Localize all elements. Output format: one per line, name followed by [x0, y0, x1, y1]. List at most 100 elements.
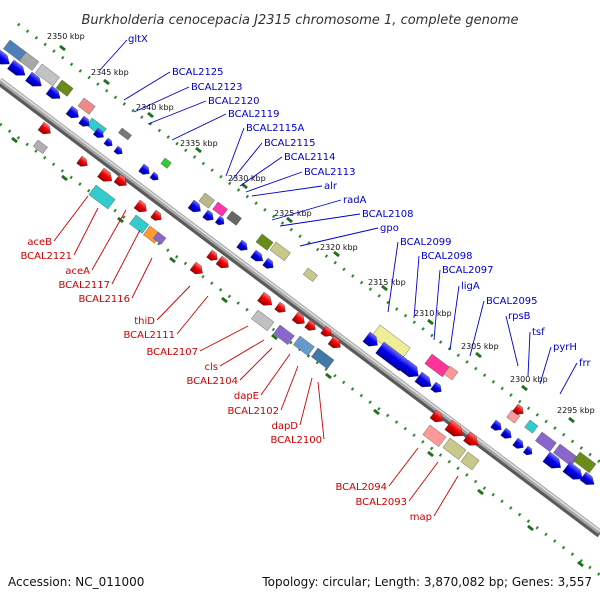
gene-label: map — [410, 512, 432, 523]
leader-line — [505, 315, 519, 367]
leader-line — [156, 285, 191, 321]
gene-label: BCAL2114 — [284, 152, 336, 163]
leader-line — [231, 142, 263, 181]
forward-gene-arrow — [78, 115, 90, 127]
gene-label: BCAL2099 — [400, 237, 452, 248]
leader-line — [91, 209, 127, 271]
kbp-label: 2305 kbp — [461, 342, 499, 351]
feature-block — [251, 309, 275, 332]
gene-label: dapD — [271, 421, 298, 432]
forward-strand-labels: gltX BCAL2125 BCAL2123 BCAL2120 BCAL2119… — [128, 34, 591, 369]
inner-tick — [577, 560, 584, 568]
reverse-gene-arrow — [37, 121, 51, 135]
reverse-gene-arrow — [274, 301, 286, 313]
gene-label: BCAL2125 — [172, 67, 224, 78]
forward-gene-arrow — [579, 471, 595, 485]
reverse-gene-arrow — [257, 291, 273, 306]
kbp-label: 2340 kbp — [136, 103, 174, 112]
kbp-label: 2330 kbp — [228, 174, 266, 183]
kbp-label: 2350 kbp — [47, 32, 85, 41]
leader-line — [239, 156, 283, 187]
feature-block — [442, 437, 467, 460]
gene-label: BCAL2115A — [246, 123, 305, 134]
leader-line — [433, 475, 459, 517]
inner-tick — [11, 136, 18, 144]
leader-line — [299, 377, 313, 426]
reverse-gene-arrow — [113, 173, 127, 187]
feature-block — [255, 233, 274, 251]
map-title: Burkholderia cenocepacia J2315 chromosom… — [81, 13, 518, 28]
inner-tick — [477, 488, 484, 496]
kbp-tick — [195, 146, 202, 154]
kbp-tick — [333, 250, 340, 258]
feature-block — [302, 267, 318, 282]
feature-block — [573, 451, 597, 474]
gene-label: BCAL2107 — [146, 347, 198, 358]
reverse-gene-arrow — [133, 199, 147, 213]
forward-gene-arrow — [250, 249, 264, 262]
leader-line — [413, 255, 420, 319]
gene-label: BCAL2121 — [20, 251, 72, 262]
gene-label: pyrH — [553, 342, 577, 353]
forward-gene-arrow — [236, 239, 248, 251]
leader-line — [219, 339, 265, 367]
gene-label: BCAL2115 — [264, 138, 316, 149]
gene-label: dapE — [234, 391, 259, 402]
gene-label: BCAL2104 — [186, 376, 238, 387]
inner-tick — [373, 408, 380, 416]
reverse-gene-arrows — [37, 121, 524, 446]
kbp-label: 2315 kbp — [368, 278, 406, 287]
gene-label: BCAL2120 — [208, 96, 260, 107]
kbp-tick — [427, 318, 434, 326]
gene-label: frr — [579, 358, 591, 369]
reverse-gene-arrow — [189, 261, 203, 275]
label-leader-lines — [53, 39, 578, 517]
feature-block — [118, 127, 132, 141]
leader-line — [271, 199, 342, 221]
leader-line — [171, 113, 227, 141]
gene-label: thiD — [134, 316, 155, 327]
kbp-label: 2310 kbp — [414, 309, 452, 318]
feature-block — [198, 192, 215, 209]
reverse-gene-arrow — [429, 409, 443, 423]
kbp-tick — [103, 78, 110, 86]
gene-label: BCAL2108 — [362, 209, 414, 220]
kbp-tick — [475, 351, 482, 359]
kbp-tick — [381, 284, 388, 292]
feature-block — [152, 231, 167, 245]
reverse-gene-arrow — [304, 319, 316, 331]
kbp-tick — [59, 44, 66, 52]
forward-gene-arrow — [512, 437, 524, 449]
leader-line — [133, 86, 190, 113]
reverse-gene-arrow — [206, 249, 218, 261]
feature-block — [19, 51, 40, 71]
feature-block — [226, 210, 242, 226]
reverse-gene-arrow — [215, 255, 229, 269]
reverse-gene-arrow — [97, 167, 113, 182]
feature-block — [129, 214, 150, 234]
gene-label: BCAL2100 — [270, 435, 322, 446]
feature-block — [535, 431, 557, 452]
gene-label: BCAL2119 — [228, 109, 280, 120]
inner-tick — [221, 296, 228, 304]
kbp-tick — [521, 384, 528, 392]
leader-line — [111, 229, 141, 285]
forward-gene-arrow — [7, 59, 26, 76]
backbone-line — [0, 78, 600, 534]
feature-block — [212, 201, 228, 217]
inner-tick — [427, 450, 434, 458]
leader-line — [245, 171, 303, 193]
gene-label: BCAL2095 — [486, 296, 538, 307]
gene-label: BCAL2116 — [78, 294, 130, 305]
forward-gene-arrow — [103, 137, 113, 147]
gene-label: ligA — [461, 281, 480, 292]
reverse-gene-arrow — [512, 403, 524, 415]
feature-block — [88, 184, 116, 210]
leader-line — [449, 285, 460, 351]
outer-dotted-line — [17, 22, 600, 464]
leader-line — [527, 331, 531, 377]
feature-block — [422, 424, 447, 447]
forward-gene-arrow — [138, 163, 150, 175]
backbone-highlight — [0, 78, 600, 532]
kbp-tick — [241, 182, 248, 190]
